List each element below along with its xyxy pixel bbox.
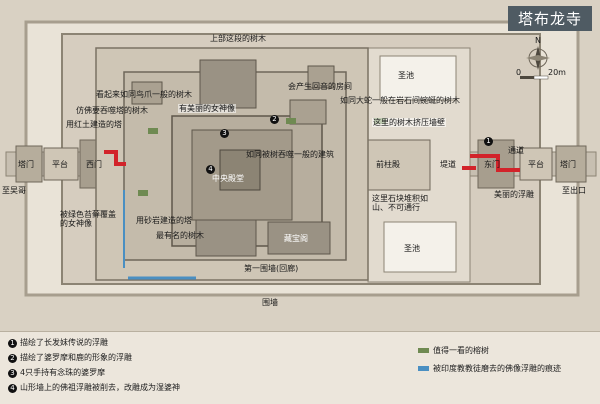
- label-passage: 通道: [508, 146, 524, 155]
- label-treasure-room: 藏宝阁: [284, 234, 308, 243]
- label-platform-right: 平台: [528, 160, 544, 169]
- label-snake-trees: 如同大蛇一般在岩石间蜿蜒的树木: [340, 96, 460, 105]
- label-top-trees: 上部这段的树木: [210, 34, 266, 43]
- marker-3: 3: [220, 128, 232, 138]
- label-gopura-west: 塔门: [18, 160, 34, 169]
- route-east: [470, 154, 520, 172]
- label-beautiful-relief: 美丽的浮雕: [494, 190, 534, 199]
- label-mossy-goddess: 被绿色苔藓覆盖的女神像: [60, 210, 116, 228]
- west-gopura: [15, 145, 43, 183]
- label-platform-left: 平台: [52, 160, 68, 169]
- holy-pool-north: [379, 55, 457, 101]
- label-sandstone-tower: 用砂岩建造的塔: [136, 216, 192, 225]
- marker-4: 4: [206, 164, 218, 174]
- temple-map: 上部这段的树木 看起来如同鸟爪一般的树木 仿佛要吞噬塔的树木 用红土建造的塔 被…: [2, 6, 597, 307]
- scale-zero-label: 0: [516, 68, 522, 77]
- label-to-ruins: 至吴哥: [2, 186, 26, 195]
- marker-2: 2: [270, 114, 282, 124]
- pillar-hall: [367, 139, 431, 191]
- treasure-room: [267, 221, 331, 255]
- label-stones-crushed: 这里的树木挤压墙壁: [372, 118, 446, 127]
- label-inner-building: 如同被树吞噬一般的建筑: [246, 150, 334, 159]
- banyan-tree-marker: [286, 118, 296, 124]
- scale-bar: [520, 75, 549, 80]
- label-holy-pool-south: 圣池: [404, 244, 420, 253]
- south-hall: [195, 219, 257, 257]
- route-west: [104, 150, 126, 166]
- tree-swatch-icon: [418, 348, 429, 353]
- banyan-tree-marker: [138, 190, 148, 196]
- ne-shrine: [307, 65, 335, 89]
- label-claw-trees: 看起来如同鸟爪一般的树木: [96, 90, 192, 99]
- east-gopura: [555, 145, 587, 183]
- banyan-tree-marker: [148, 128, 158, 134]
- nw-shrine: [131, 81, 163, 105]
- west-platform: [43, 147, 79, 181]
- north-hall: [199, 59, 257, 109]
- compass-icon: [526, 46, 550, 70]
- label-to-exit: 至出口: [562, 186, 586, 195]
- label-beautiful-goddess: 有美丽的女神像: [178, 104, 236, 113]
- label-holy-pool-north: 圣池: [398, 71, 414, 80]
- marker-1: 1: [484, 136, 496, 146]
- holy-pool-south: [383, 221, 457, 273]
- label-central-sanctuary: 中央殿堂: [212, 174, 244, 183]
- compass-north-label: N: [535, 36, 541, 45]
- label-famous-trees: 最有名的树木: [156, 231, 204, 240]
- central-sanctuary: [219, 149, 261, 191]
- map-title: 塔布龙寺: [507, 6, 592, 31]
- label-west-gate: 西门: [86, 160, 102, 169]
- label-echo-room: 会产生回音的房间: [288, 82, 352, 91]
- label-pillar-hall: 前柱殿: [376, 160, 400, 169]
- site-plan: [5, 20, 597, 297]
- label-stone-pile: 这里石块堆积如山、不可通行: [372, 194, 428, 212]
- legend-relief: 被印度教教徒磨去的佛像浮雕的痕迹: [418, 364, 561, 374]
- east-platform: [519, 147, 553, 181]
- scale-max-label: 20m: [548, 68, 566, 77]
- label-outer-wall: 围墙: [262, 298, 278, 307]
- legend-tree: 值得一看的榕树: [418, 346, 489, 356]
- label-laterite-tower: 用红土建造的塔: [66, 120, 122, 129]
- label-python-trees: 仿佛要吞噬塔的树木: [76, 106, 148, 115]
- label-first-gallery: 第一围墙(回廊): [244, 264, 299, 273]
- label-east-gate: 东门: [484, 160, 500, 169]
- label-embankment: 堤道: [440, 160, 456, 169]
- relief-swatch-icon: [418, 366, 429, 371]
- label-gopura-east: 塔门: [560, 160, 576, 169]
